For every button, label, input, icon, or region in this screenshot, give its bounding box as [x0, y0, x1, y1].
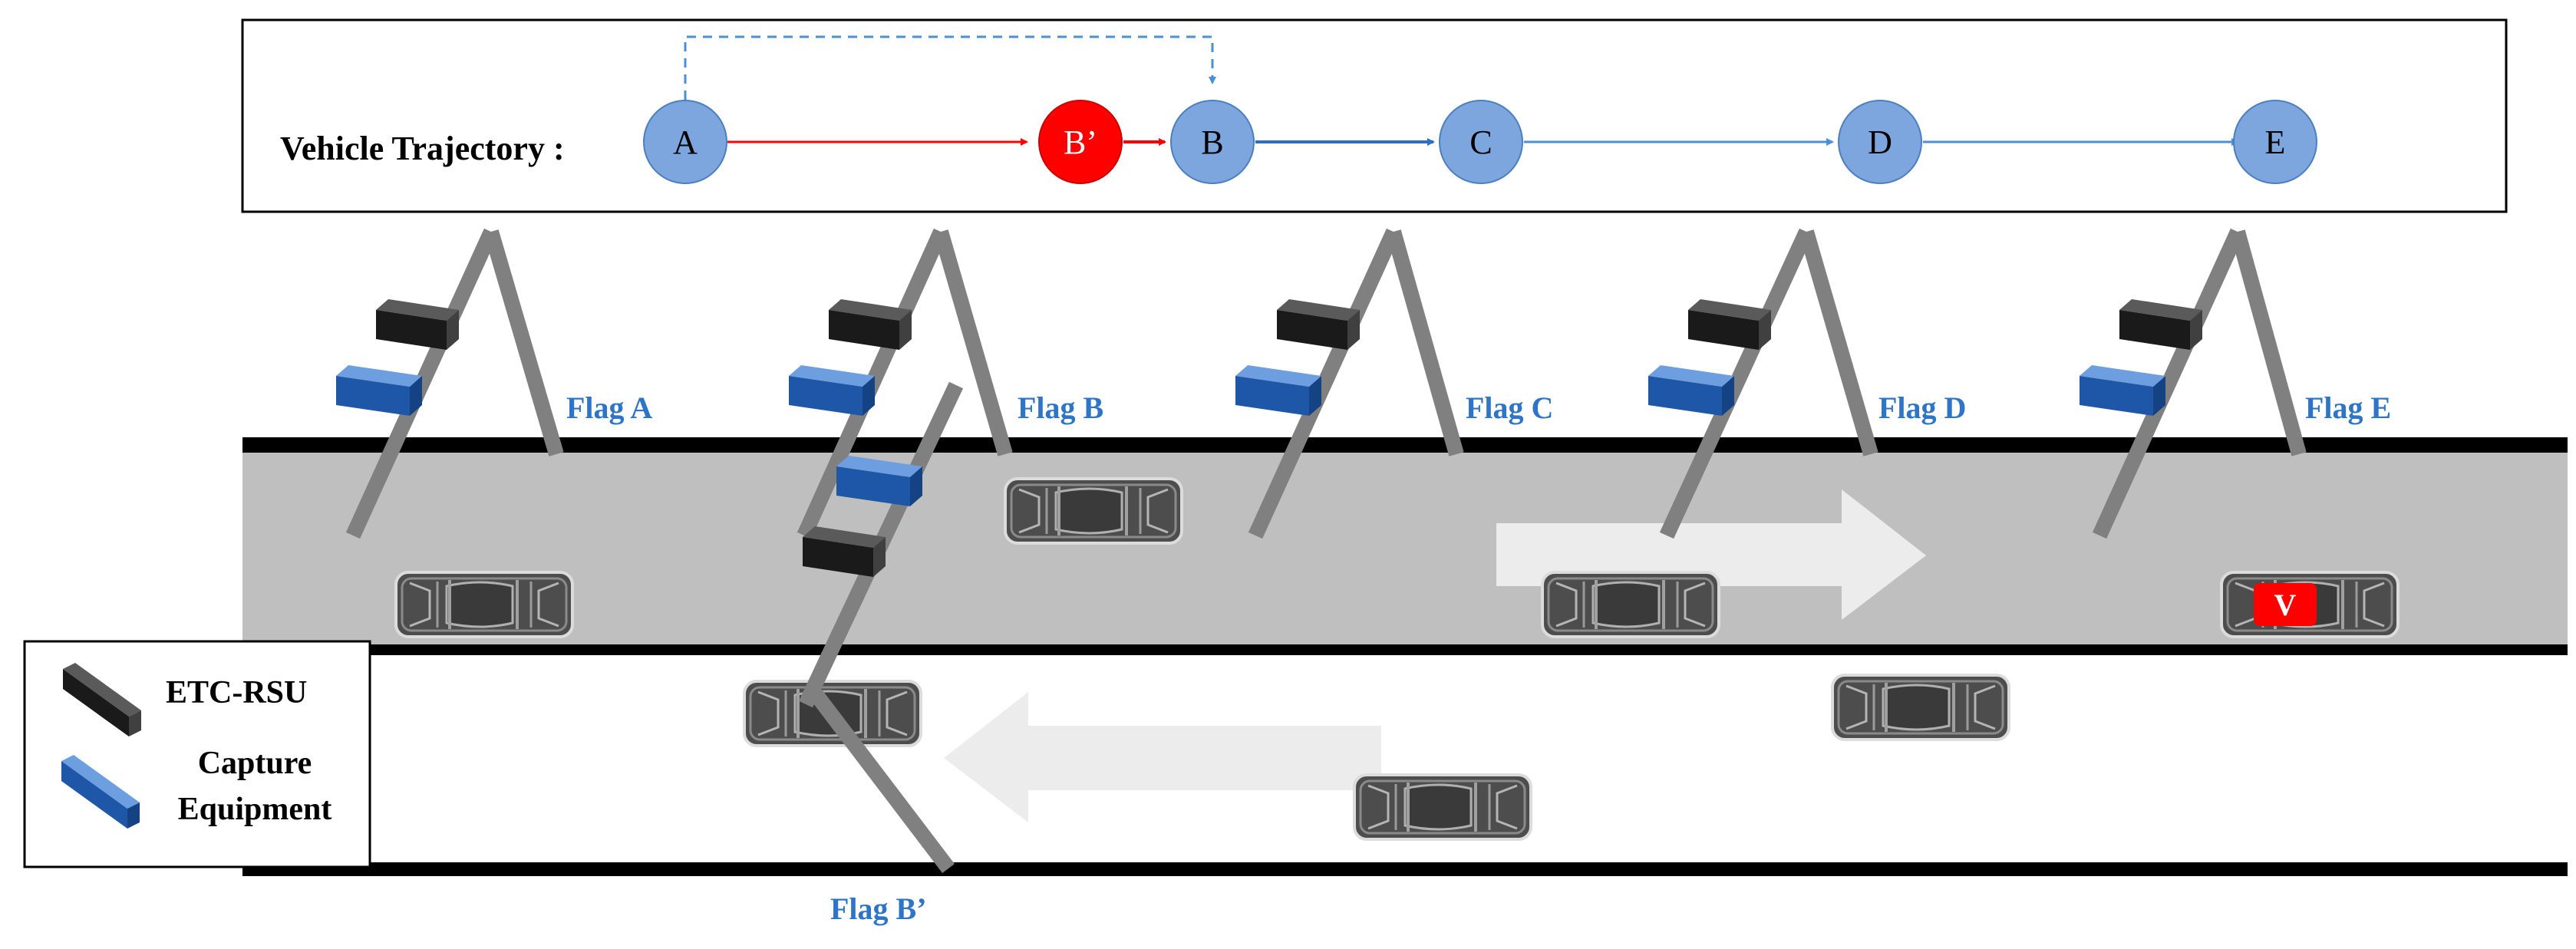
legend-capture-label-line1: Capture [198, 746, 312, 781]
gantry-d [1648, 228, 1878, 539]
road-upper-lane [242, 453, 2568, 651]
svg-text:V: V [2274, 588, 2297, 622]
flag-a-label: Flag A [566, 390, 652, 425]
road-divider [242, 644, 2568, 655]
legend-capture-equipment-icon [61, 755, 140, 829]
flag-b-prime-label: Flag B’ [830, 891, 927, 926]
trajectory-panel [241, 18, 2508, 213]
road-edge-top [242, 437, 2568, 453]
flag-d-label: Flag D [1878, 390, 1966, 425]
svg-text:D: D [1868, 124, 1892, 161]
legend-etc-rsu-label: ETC-RSU [166, 675, 307, 710]
road-edge-bottom [242, 862, 2568, 876]
car-lower-3 [1353, 773, 1532, 841]
flag-e-label: Flag E [2305, 390, 2391, 425]
node-a: A [643, 100, 727, 184]
direction-arrow-left [944, 692, 1381, 822]
gantry-b-prime [798, 381, 964, 874]
legend: ETC-RSU Capture Equipment [23, 640, 371, 868]
node-b-prime: B’ [1038, 100, 1123, 184]
target-vehicle: V [2220, 571, 2400, 638]
svg-text:C: C [1469, 124, 1492, 161]
svg-text:B: B [1201, 124, 1223, 161]
car-lower-2 [1831, 674, 2010, 741]
direction-arrow-right [1496, 489, 1926, 620]
gantry-b [789, 228, 1013, 539]
car-upper-1 [394, 571, 574, 638]
svg-text:A: A [673, 124, 698, 161]
node-d: D [1838, 100, 1922, 184]
flag-b-label: Flag B [1018, 390, 1103, 425]
node-b: B [1170, 100, 1255, 184]
svg-text:E: E [2265, 124, 2286, 161]
car-upper-3 [1541, 571, 1720, 638]
node-c: C [1439, 100, 1523, 184]
legend-capture-label-line2: Equipment [178, 792, 332, 827]
gantry-c [1235, 228, 1464, 539]
gantry-e [2080, 228, 2307, 539]
flag-c-label: Flag C [1466, 390, 1553, 425]
car-upper-2 [1004, 477, 1183, 545]
skip-edge-a-to-b [684, 35, 1216, 100]
legend-etc-rsu-icon [63, 663, 141, 736]
svg-text:B’: B’ [1064, 124, 1097, 161]
gantry-a [336, 228, 564, 539]
trajectory-title: Vehicle Trajectory : [280, 130, 565, 167]
node-e: E [2233, 100, 2317, 184]
